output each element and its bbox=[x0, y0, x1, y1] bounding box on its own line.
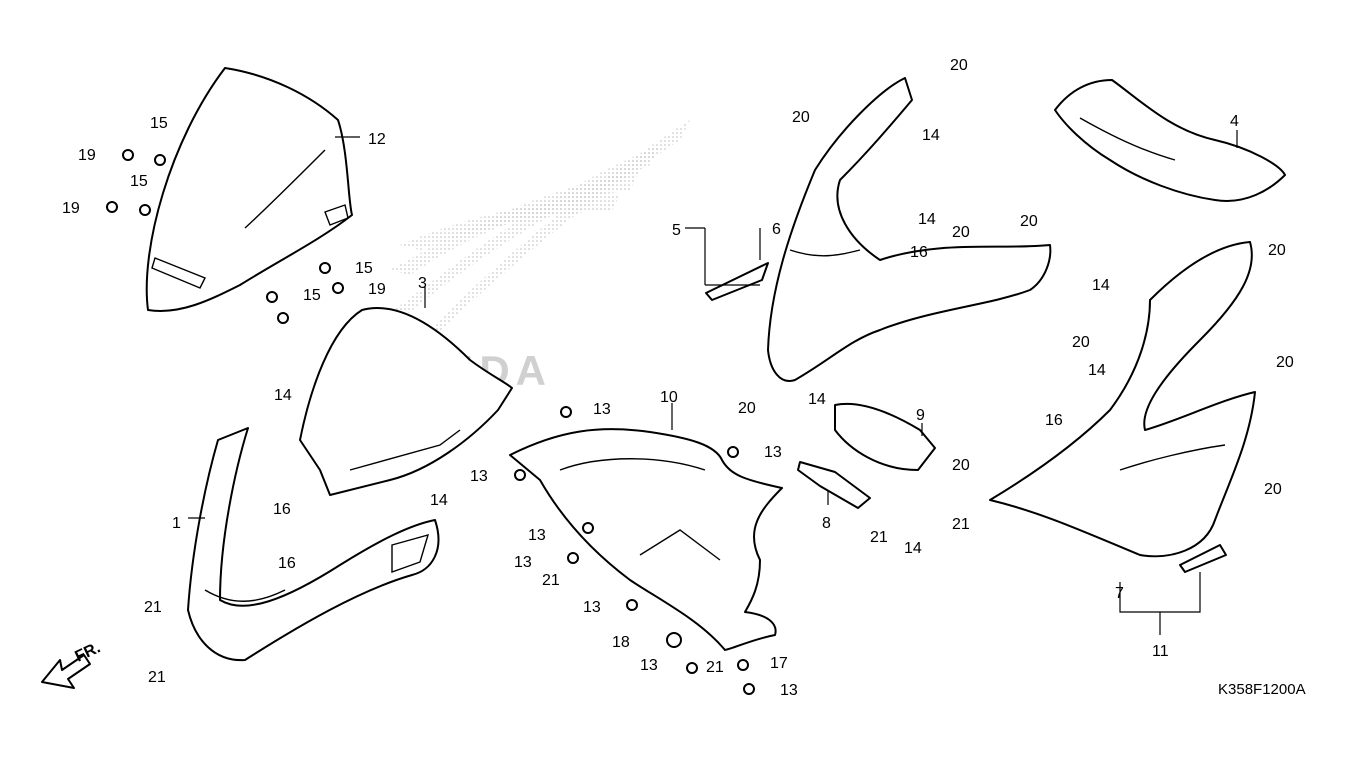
callout-20: 20 bbox=[1268, 242, 1286, 259]
callout-20: 20 bbox=[738, 400, 756, 417]
callout-20: 20 bbox=[952, 224, 970, 241]
callout-6: 6 bbox=[772, 221, 781, 238]
callout-11: 11 bbox=[1152, 643, 1169, 660]
callout-13: 13 bbox=[593, 401, 611, 418]
callout-1: 1 bbox=[172, 515, 181, 532]
callout-20: 20 bbox=[792, 109, 810, 126]
callout-13: 13 bbox=[470, 468, 488, 485]
callout-19: 19 bbox=[62, 200, 80, 217]
callout-16: 16 bbox=[273, 501, 291, 518]
callout-numbers: 1 12 3 4 5 6 7 8 9 10 11 13 13 13 13 13 … bbox=[62, 57, 1294, 699]
callout-13: 13 bbox=[528, 527, 546, 544]
callout-16: 16 bbox=[910, 244, 928, 261]
callout-14: 14 bbox=[1088, 362, 1106, 379]
callout-21: 21 bbox=[706, 659, 724, 676]
callout-13: 13 bbox=[764, 444, 782, 461]
callout-20: 20 bbox=[1276, 354, 1294, 371]
callout-14: 14 bbox=[430, 492, 448, 509]
bracket-part-8 bbox=[797, 461, 871, 509]
front-label: FR. bbox=[73, 639, 104, 665]
callout-17: 17 bbox=[770, 655, 788, 672]
callout-18: 18 bbox=[612, 634, 630, 651]
callout-20: 20 bbox=[952, 457, 970, 474]
callout-21: 21 bbox=[148, 669, 166, 686]
meter-panel-part bbox=[1054, 79, 1286, 202]
callout-21: 21 bbox=[952, 516, 970, 533]
callout-5: 5 bbox=[672, 222, 681, 239]
callout-15: 15 bbox=[150, 115, 168, 132]
callout-20: 20 bbox=[1020, 213, 1038, 230]
front-direction-arrow: FR. bbox=[41, 639, 104, 689]
callout-13: 13 bbox=[640, 657, 658, 674]
emblem-part-5 bbox=[705, 262, 769, 301]
callout-14: 14 bbox=[808, 391, 826, 408]
emblem-part-11 bbox=[1179, 544, 1227, 573]
fasteners bbox=[106, 149, 755, 695]
callout-13: 13 bbox=[514, 554, 532, 571]
callout-21: 21 bbox=[144, 599, 162, 616]
callout-12: 12 bbox=[368, 131, 386, 148]
callout-14: 14 bbox=[918, 211, 936, 228]
callout-16: 16 bbox=[278, 555, 296, 572]
callout-16: 16 bbox=[1045, 412, 1063, 429]
callout-15: 15 bbox=[130, 173, 148, 190]
callout-4: 4 bbox=[1230, 113, 1239, 130]
callout-14: 14 bbox=[1092, 277, 1110, 294]
callout-19: 19 bbox=[368, 281, 386, 298]
callout-14: 14 bbox=[922, 127, 940, 144]
callout-14: 14 bbox=[274, 387, 292, 404]
bracket-part-9 bbox=[834, 402, 936, 471]
callout-19: 19 bbox=[78, 147, 96, 164]
callout-21: 21 bbox=[542, 572, 560, 589]
front-lower-cover-part bbox=[187, 427, 440, 662]
screen-mount-part bbox=[299, 307, 513, 496]
callout-21: 21 bbox=[870, 529, 888, 546]
callout-15: 15 bbox=[303, 287, 321, 304]
callout-15: 15 bbox=[355, 260, 373, 277]
callout-13: 13 bbox=[583, 599, 601, 616]
callout-20: 20 bbox=[950, 57, 968, 74]
inner-cover-part bbox=[509, 428, 783, 651]
windscreen-part bbox=[145, 67, 353, 312]
diagram-code: K358F1200A bbox=[1218, 681, 1306, 698]
callout-9: 9 bbox=[916, 407, 925, 424]
callout-7: 7 bbox=[1115, 585, 1124, 602]
callout-14: 14 bbox=[904, 540, 922, 557]
callout-10: 10 bbox=[660, 389, 678, 406]
side-cover-part bbox=[989, 241, 1256, 558]
callout-3: 3 bbox=[418, 275, 427, 292]
callout-20: 20 bbox=[1072, 334, 1090, 351]
leader-lines bbox=[188, 130, 1238, 635]
callout-20: 20 bbox=[1264, 481, 1282, 498]
upper-front-cover-part bbox=[767, 77, 1052, 382]
callout-8: 8 bbox=[822, 515, 831, 532]
callout-13: 13 bbox=[780, 682, 798, 699]
